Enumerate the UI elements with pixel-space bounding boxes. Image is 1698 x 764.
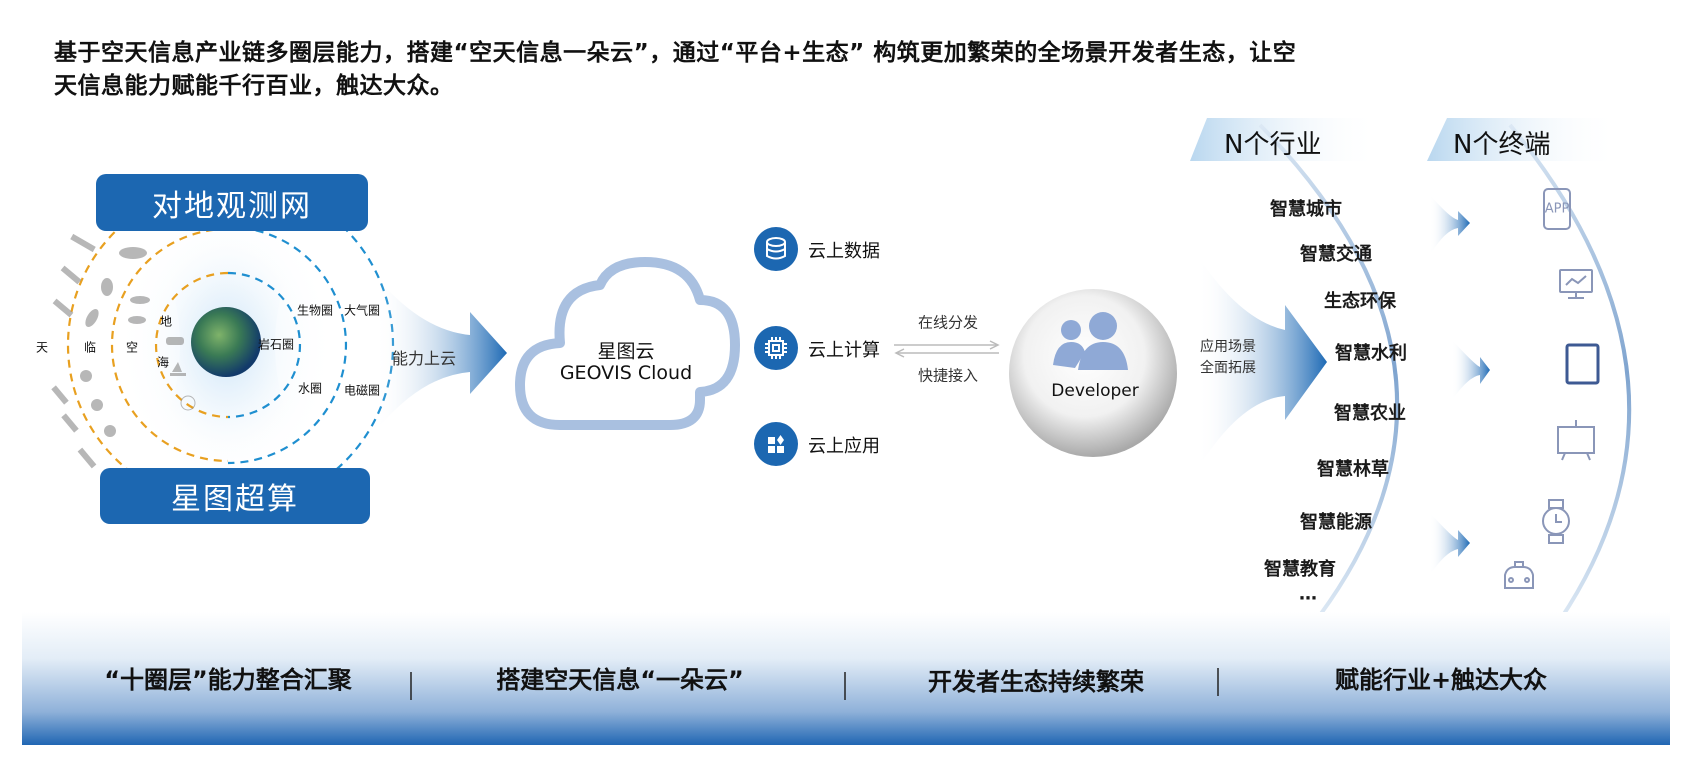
industry-item: … bbox=[1299, 583, 1317, 605]
arrow-label: 能力上云 bbox=[391, 349, 457, 368]
industry-item: 智慧林草 bbox=[1317, 459, 1389, 480]
footer-item: 开发者生态持续繁荣 bbox=[928, 668, 1144, 696]
footer-separators bbox=[410, 668, 1219, 700]
layer-label: 海 bbox=[156, 355, 170, 370]
industry-item: 智慧农业 bbox=[1334, 403, 1406, 424]
exchange-bottom-label: 快捷接入 bbox=[917, 366, 979, 385]
footer-item: “十圈层”能力整合汇聚 bbox=[104, 666, 352, 694]
layer-label: 地 bbox=[159, 314, 173, 329]
header-line-2: 天信息能力赋能千行百业，触达大众。 bbox=[54, 73, 454, 99]
footer-item: 搭建空天信息“一朵云” bbox=[496, 666, 744, 694]
developer-label: Developer bbox=[1051, 381, 1139, 401]
database-icon bbox=[754, 227, 798, 271]
industry-item: 智慧能源 bbox=[1300, 512, 1372, 533]
developer-icon bbox=[1053, 312, 1128, 370]
layer-label: 临 bbox=[83, 340, 97, 355]
service-label: 云上数据 bbox=[808, 241, 880, 262]
apps-icon bbox=[754, 422, 798, 466]
industries-title: N个行业 bbox=[1224, 130, 1322, 160]
cloud-name-en: GEOVIS Cloud bbox=[559, 362, 693, 384]
industry-item: 智慧城市 bbox=[1270, 199, 1342, 220]
presentation-board-icon bbox=[1557, 420, 1595, 461]
satellite-icons bbox=[51, 233, 196, 469]
service-label: 云上计算 bbox=[808, 340, 880, 361]
cloud-name-cn: 星图云 bbox=[597, 340, 655, 363]
terminal-arrows bbox=[1430, 195, 1490, 575]
sphere-label: 大气圈 bbox=[343, 303, 381, 318]
scenario-line-2: 全面拓展 bbox=[1200, 360, 1256, 376]
industry-item: 生态环保 bbox=[1324, 291, 1396, 312]
sphere-label: 电磁圈 bbox=[343, 383, 381, 398]
taxi-icon bbox=[1504, 561, 1534, 589]
app-label: APP bbox=[1544, 201, 1570, 217]
footer-item: 赋能行业+触达大众 bbox=[1334, 666, 1548, 694]
industries-header-bg bbox=[1190, 118, 1380, 161]
sphere-label: 水圈 bbox=[297, 381, 323, 396]
app-phone-icon bbox=[1543, 188, 1571, 230]
industry-item: 智慧交通 bbox=[1300, 244, 1372, 265]
developer-sphere bbox=[1009, 289, 1177, 457]
arrow-to-cloud bbox=[375, 275, 507, 432]
footer-bar bbox=[22, 612, 1670, 745]
layer-label: 空 bbox=[125, 340, 139, 355]
industry-item: 智慧水利 bbox=[1335, 343, 1407, 364]
sphere-label: 岩石圈 bbox=[257, 337, 295, 352]
layer-label: 天 bbox=[35, 340, 49, 355]
monitor-icon bbox=[1559, 269, 1593, 299]
service-label: 云上应用 bbox=[808, 436, 880, 457]
earth-icon bbox=[191, 307, 261, 377]
terminals-arc bbox=[1508, 123, 1632, 622]
scenario-arrow bbox=[1197, 255, 1327, 470]
cloud-shape bbox=[515, 257, 740, 430]
header-line-1: 基于空天信息产业链多圈层能力，搭建“空天信息一朵云”，通过“平台+生态” 构筑更… bbox=[54, 40, 1297, 66]
industries-arc bbox=[1258, 123, 1400, 617]
watch-icon bbox=[1542, 499, 1570, 544]
scenario-line-1: 应用场景 bbox=[1200, 339, 1256, 355]
exchange-arrows bbox=[894, 340, 1000, 358]
industry-item: 智慧教育 bbox=[1264, 559, 1336, 580]
tablet-icon bbox=[1565, 343, 1600, 385]
exchange-top-label: 在线分发 bbox=[917, 313, 979, 332]
terminals-title: N个终端 bbox=[1453, 130, 1551, 160]
chip-icon bbox=[754, 326, 798, 370]
sphere-label: 生物圈 bbox=[296, 303, 334, 318]
observation-network-box: 对地观测网 bbox=[96, 174, 368, 231]
supercomputing-box: 星图超算 bbox=[100, 468, 370, 524]
